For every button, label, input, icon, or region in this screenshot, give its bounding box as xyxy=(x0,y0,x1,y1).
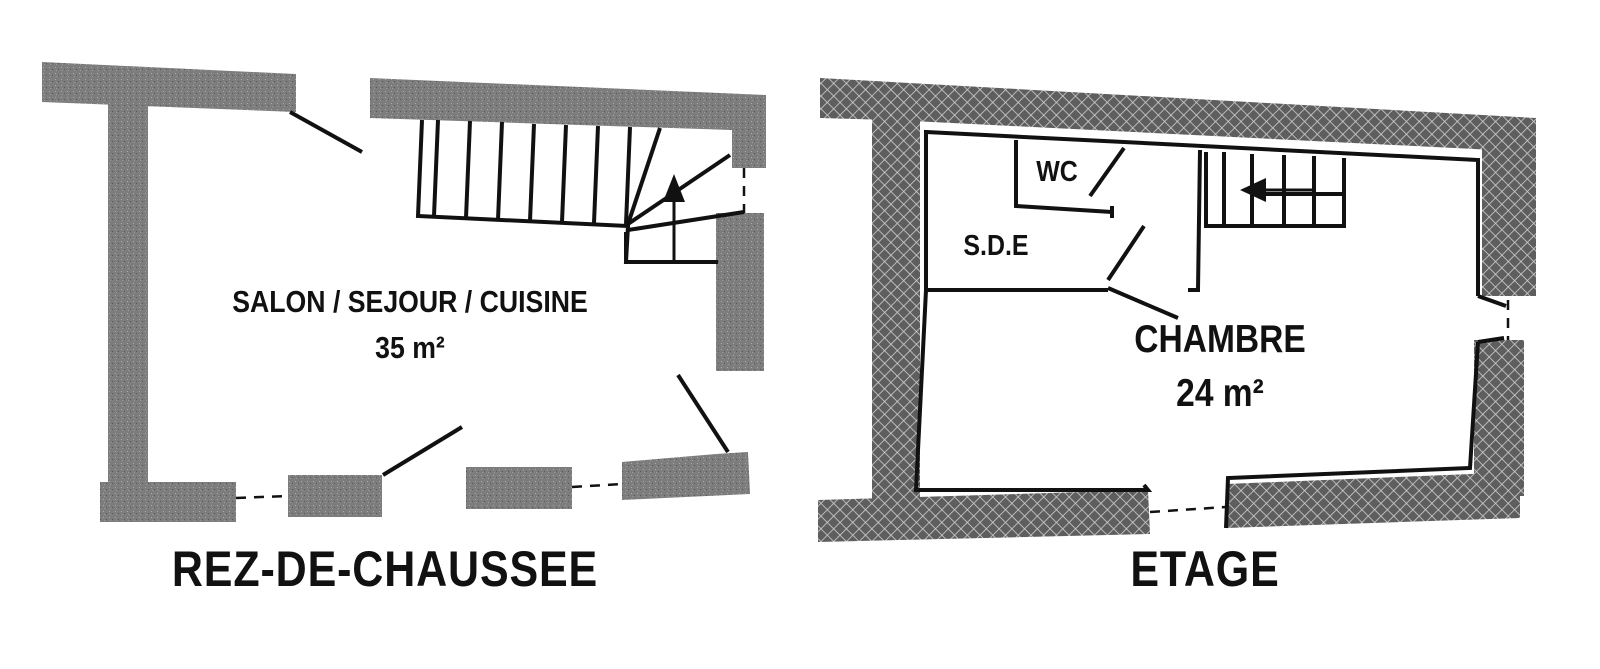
stair-arrow-left-icon xyxy=(1240,178,1312,202)
ground-door-lines xyxy=(289,110,730,477)
upper-floor-plan xyxy=(818,78,1536,542)
upper-partitions xyxy=(1014,140,1202,320)
upper-window-lines xyxy=(1149,300,1510,514)
upper-inner-outline xyxy=(913,129,1507,529)
ground-staircase xyxy=(415,119,745,264)
ground-floor-plan xyxy=(42,62,766,522)
upper-walls xyxy=(818,78,1536,542)
room-label-sde: S.D.E xyxy=(963,230,1029,262)
floor-title-upper: ETAGE xyxy=(1130,541,1280,597)
room-area-chambre: 24 m² xyxy=(1176,372,1264,415)
stair-arrow-up-icon xyxy=(663,174,685,264)
room-label-wc: WC xyxy=(1036,156,1078,188)
room-area-salon: 35 m² xyxy=(375,330,445,365)
room-label-salon: SALON / SEJOUR / CUISINE xyxy=(232,284,588,319)
floor-title-ground: REZ-DE-CHAUSSEE xyxy=(171,541,599,597)
ground-walls xyxy=(42,62,766,522)
room-label-chambre: CHAMBRE xyxy=(1134,318,1306,361)
ground-window-lines xyxy=(235,168,746,500)
